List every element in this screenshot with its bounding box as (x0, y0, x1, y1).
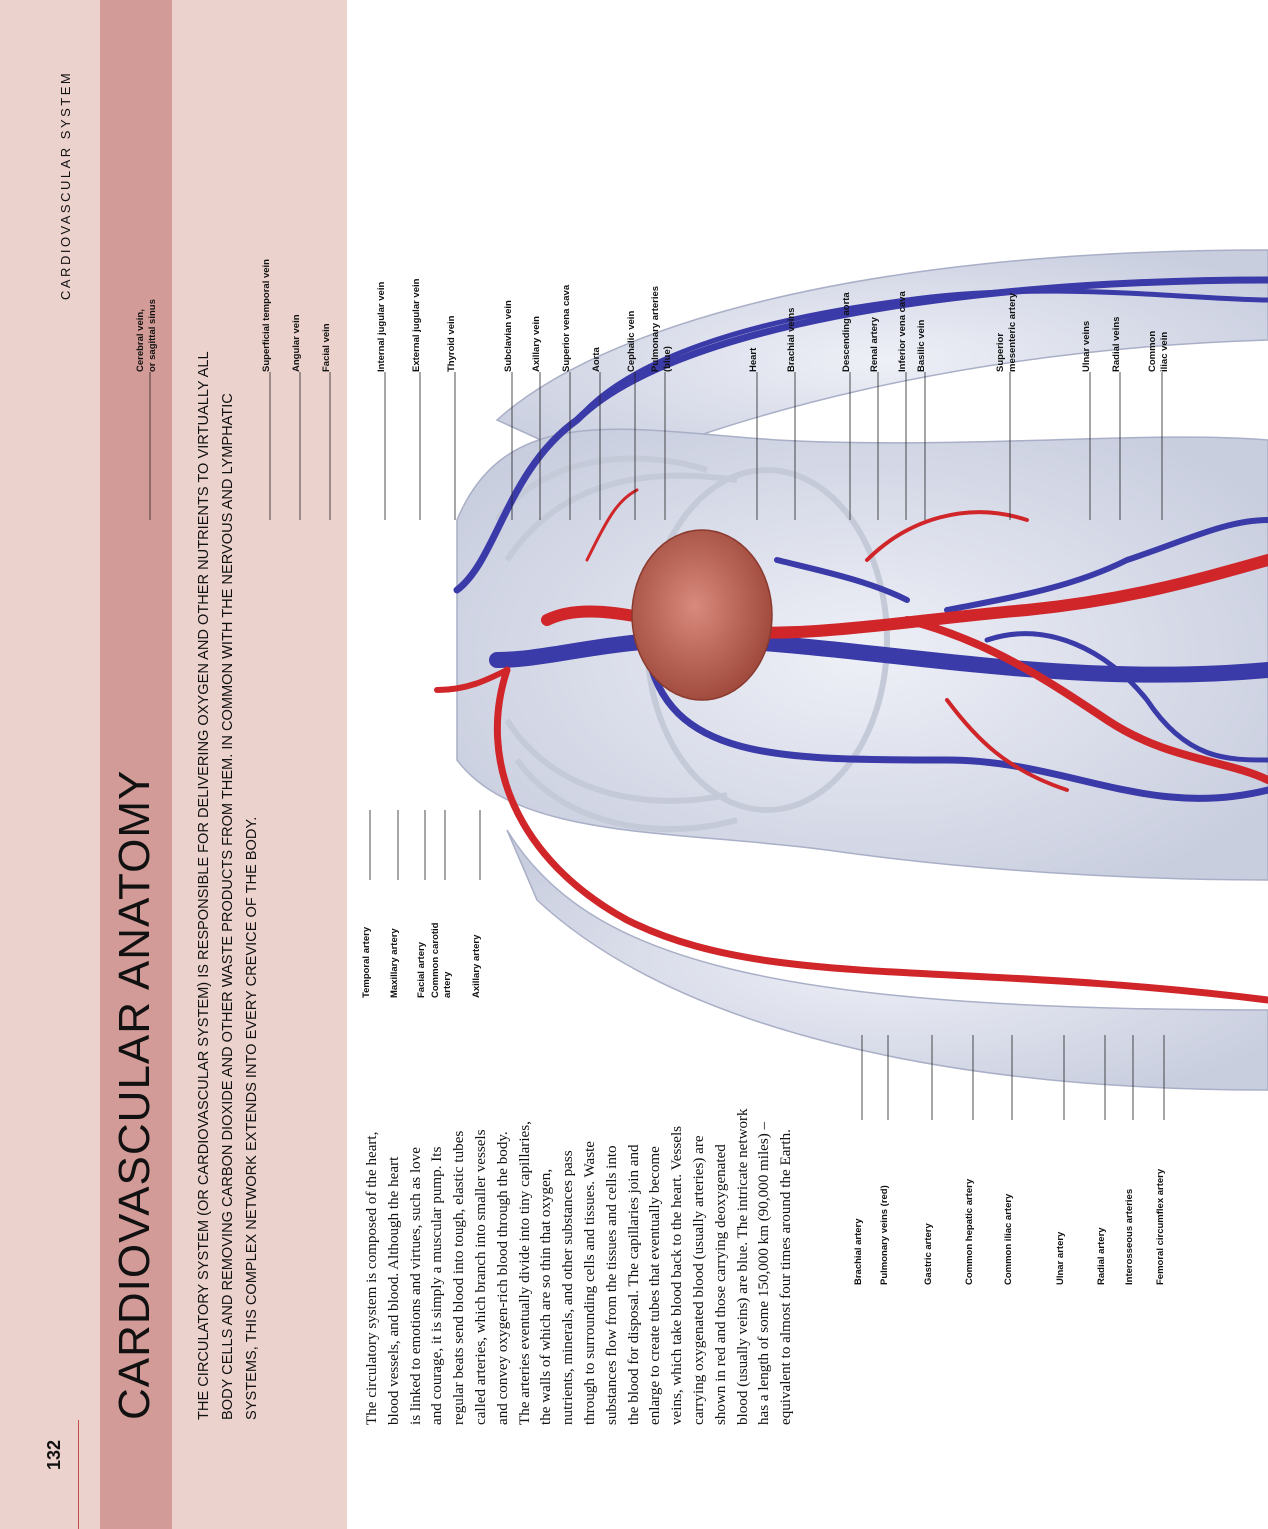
page-number-rule (78, 1420, 79, 1529)
top-label-text: iliac vein (1159, 331, 1170, 372)
top-label-text: Ulnar veins (1081, 320, 1092, 372)
bottom-label: Pulmonary veins (red) (879, 1185, 891, 1285)
bottom-label: Interosseous arteries (1124, 1189, 1136, 1285)
top-label-text: Superficial temporal vein (261, 259, 272, 372)
top-label-text: Thyroid vein (446, 315, 457, 372)
top-label-text: Descending aorta (841, 292, 852, 372)
top-label: Angular vein (291, 314, 303, 372)
top-label-text: Subclavian vein (503, 300, 514, 372)
page-title: CARDIOVASCULAR ANATOMY (110, 769, 159, 1420)
top-label-text: Axillary vein (531, 316, 542, 372)
top-label: Ulnar veins (1081, 321, 1093, 372)
top-label-text: Aorta (591, 347, 602, 372)
bottom-label-text: Radial artery (1096, 1227, 1107, 1285)
mid-label-text: Maxillary artery (389, 928, 400, 998)
mid-label: Facial artery (416, 942, 428, 998)
top-label: Renal artery (869, 317, 881, 372)
bottom-label-text: Femoral circumflex artery (1155, 1168, 1166, 1285)
top-label-text: mesenteric artery (1007, 292, 1018, 372)
top-label: Descending aorta (841, 292, 853, 372)
bottom-label: Ulnar artery (1055, 1232, 1067, 1285)
top-label: Subclavian vein (503, 300, 515, 372)
top-label-text: Pulmonary arteries (650, 285, 661, 372)
top-label-text: Brachial veins (786, 307, 797, 372)
top-label-text: Superior (995, 332, 1006, 372)
top-label-text: (blue) (662, 346, 673, 372)
heart-shape (631, 529, 773, 701)
top-label: Internal jugular vein (376, 282, 388, 372)
bottom-label-text: Brachial artery (853, 1218, 864, 1285)
intro-text: THE CIRCULATORY SYSTEM (OR CARDIOVASCULA… (196, 351, 260, 1420)
veins (453, 276, 1268, 802)
top-label: Thyroid vein (446, 316, 458, 372)
top-label: Axillary vein (531, 316, 543, 372)
mid-label: Axillary artery (471, 935, 483, 998)
top-label: Cephalic vein (626, 311, 638, 372)
margin-band (0, 0, 100, 1529)
top-label-text: Inferior vena cava (897, 291, 908, 372)
mid-label-text: artery (442, 971, 453, 998)
bottom-label: Femoral circumflex artery (1155, 1169, 1167, 1285)
top-label: Pulmonary arteries(blue) (650, 286, 674, 372)
cardiovascular-illustration (434, 249, 1268, 1091)
mid-label: Temporal artery (361, 927, 373, 998)
top-label-text: Heart (748, 347, 759, 372)
bottom-label: Radial artery (1096, 1227, 1108, 1285)
mid-label: Maxillary artery (389, 928, 401, 998)
top-label: Basilic vein (916, 320, 928, 372)
top-label: Brachial veins (786, 308, 798, 372)
top-label-text: Angular vein (291, 314, 302, 372)
top-label-text: Renal artery (869, 317, 880, 372)
mid-label-text: Axillary artery (471, 934, 482, 998)
bottom-label: Common iliac artery (1003, 1194, 1015, 1285)
bottom-label-text: Gastric artery (923, 1223, 934, 1285)
bottom-label: Gastric artery (923, 1223, 935, 1285)
top-label-text: Cerebral vein, (135, 309, 146, 372)
intro-paragraph: THE CIRCULATORY SYSTEM (OR CARDIOVASCULA… (192, 330, 264, 1420)
top-label-text: Basilic vein (916, 319, 927, 372)
top-label-text: or sagittal sinus (147, 299, 158, 372)
top-label-text: Superior vena cava (561, 284, 572, 372)
page-number: 132 (44, 1439, 64, 1470)
top-label: Aorta (591, 347, 603, 372)
top-label: Superior vena cava (561, 285, 573, 372)
top-label-text: Facial vein (321, 323, 332, 372)
top-label-text: Internal jugular vein (376, 281, 387, 372)
top-label-text: Common (1147, 330, 1158, 372)
bottom-label-text: Common hepatic artery (964, 1178, 975, 1285)
bottom-label: Common hepatic artery (964, 1179, 976, 1285)
section-header: CARDIOVASCULAR SYSTEM (58, 70, 73, 300)
bottom-label: Brachial artery (853, 1218, 865, 1285)
mid-label-text: Temporal artery (361, 926, 372, 998)
bottom-label-text: Interosseous arteries (1124, 1188, 1135, 1285)
mid-label-text: Common carotid (430, 922, 441, 998)
top-label: Superficial temporal vein (261, 259, 273, 372)
top-label: Cerebral vein,or sagittal sinus (135, 299, 159, 372)
mid-label-text: Facial artery (416, 942, 427, 998)
top-label: Inferior vena cava (897, 291, 909, 372)
bottom-label-text: Pulmonary veins (red) (879, 1185, 890, 1285)
top-label-text: Cephalic vein (626, 310, 637, 372)
top-label: Facial vein (321, 323, 333, 372)
intro-band (172, 0, 347, 1529)
top-label: Radial veins (1111, 317, 1123, 372)
bottom-label-text: Ulnar artery (1055, 1231, 1066, 1285)
top-label: Heart (748, 348, 760, 372)
title-band (100, 0, 172, 1529)
top-label-text: External jugular vein (411, 278, 422, 372)
top-label: External jugular vein (411, 279, 423, 372)
top-label-text: Radial veins (1111, 316, 1122, 372)
bottom-label-text: Common iliac artery (1003, 1193, 1014, 1285)
